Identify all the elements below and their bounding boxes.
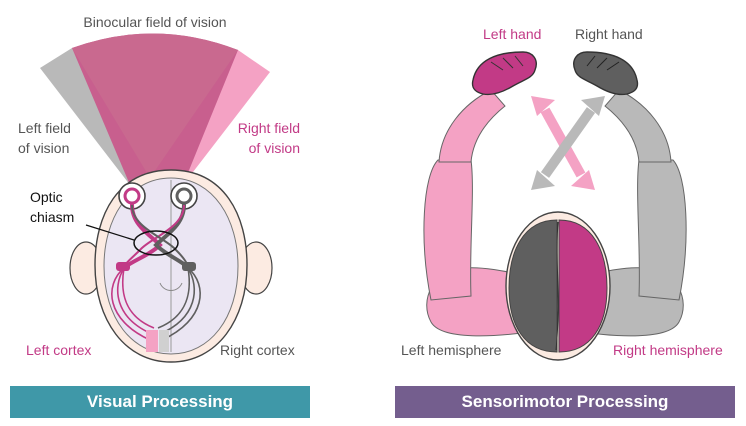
gray-arrow-head-top bbox=[581, 96, 605, 116]
right-field-label: Right field of vision bbox=[237, 120, 300, 156]
sensorimotor-processing-panel: Left hand Right hand Left hemisphere Rig… bbox=[373, 0, 746, 426]
hemisphere-fissure bbox=[555, 221, 559, 351]
right-radiation-3 bbox=[157, 267, 191, 329]
left-radiation-1 bbox=[111, 267, 151, 341]
left-wrist bbox=[438, 89, 506, 163]
binocular-field-label: Binocular field of vision bbox=[83, 14, 227, 30]
left-hemisphere-label: Left hemisphere bbox=[401, 342, 502, 358]
left-lgn bbox=[116, 262, 130, 271]
right-optic-pathway bbox=[153, 203, 190, 270]
right-visual-cortex bbox=[159, 330, 169, 352]
crossing-arrows bbox=[531, 96, 605, 190]
visual-processing-banner: Visual Processing bbox=[10, 386, 310, 418]
visual-diagram bbox=[40, 33, 273, 363]
left-hemisphere-shape bbox=[508, 219, 558, 353]
right-hemisphere-label: Right hemisphere bbox=[613, 342, 723, 358]
pink-arrow-head-bottom bbox=[571, 170, 595, 190]
sensorimotor-processing-banner: Sensorimotor Processing bbox=[395, 386, 735, 418]
optic-chiasm-outline bbox=[133, 230, 179, 256]
right-hemisphere-shape bbox=[558, 219, 608, 353]
left-radiation-2 bbox=[116, 267, 153, 335]
right-hand-label: Right hand bbox=[575, 26, 643, 42]
optic-chiasm-label: Optic chiasm bbox=[30, 189, 75, 225]
right-cortex-label: Right cortex bbox=[220, 342, 295, 358]
binocular-overlap bbox=[72, 33, 238, 178]
gray-arrow-head-bottom bbox=[531, 170, 555, 190]
left-visual-cortex bbox=[146, 330, 158, 352]
left-cortex-label: Left cortex bbox=[26, 342, 92, 358]
right-wrist bbox=[604, 89, 672, 163]
optic-chiasm-pointer bbox=[85, 224, 135, 241]
right-hand-icon bbox=[573, 51, 639, 96]
left-forearm bbox=[423, 159, 473, 301]
pink-arrow-head-top bbox=[531, 96, 555, 116]
right-radiation-2 bbox=[159, 267, 196, 335]
left-optic-pathway bbox=[122, 203, 163, 270]
visual-processing-panel: Binocular field of vision Left field of … bbox=[10, 14, 310, 418]
left-field-label: Left field of vision bbox=[18, 120, 71, 156]
left-radiation-3 bbox=[121, 267, 155, 329]
sensorimotor-diagram bbox=[423, 51, 687, 361]
right-radiation-1 bbox=[161, 267, 201, 341]
right-lgn bbox=[182, 262, 196, 271]
brainstem bbox=[159, 282, 183, 291]
left-hand-label: Left hand bbox=[483, 26, 542, 42]
left-hand-icon bbox=[471, 51, 537, 96]
right-forearm bbox=[637, 159, 687, 301]
